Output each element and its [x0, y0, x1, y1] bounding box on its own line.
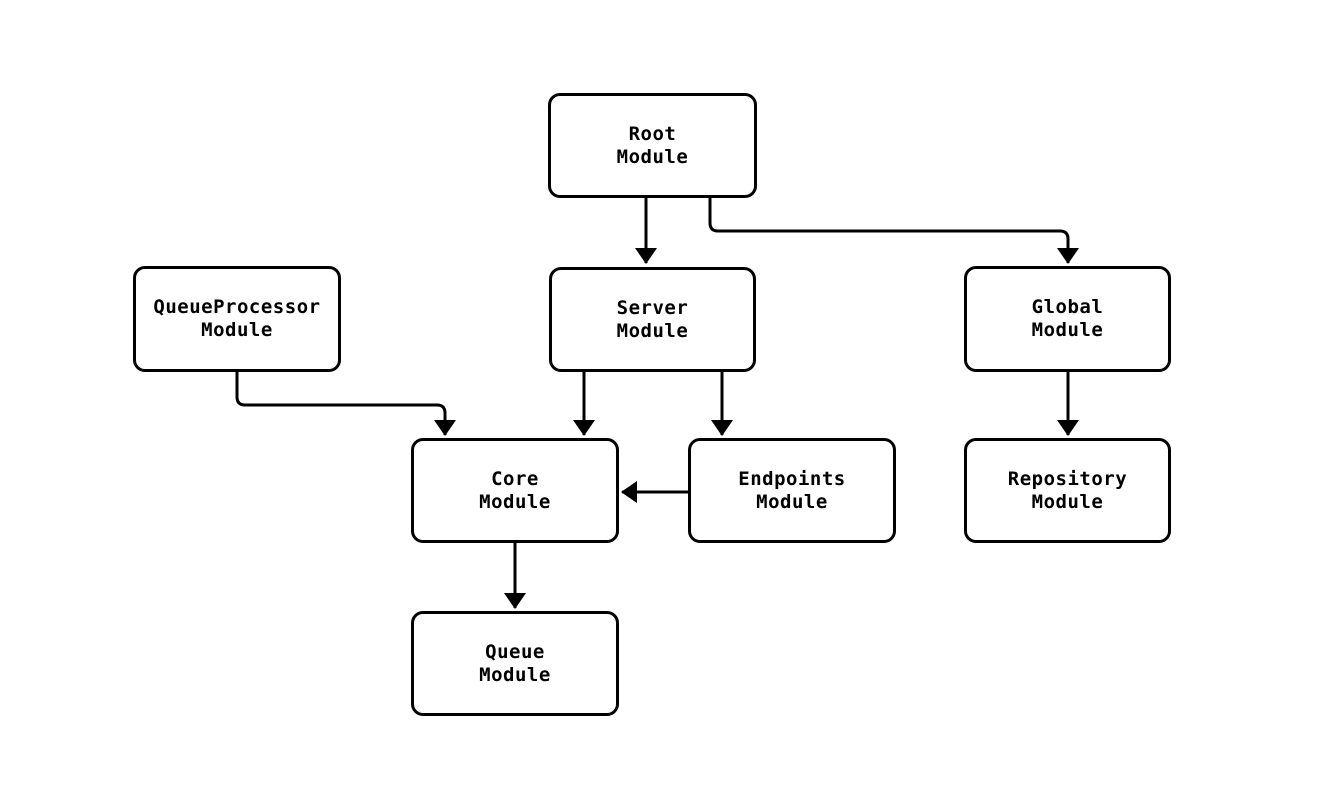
node-label: QueueProcessor Module — [153, 296, 321, 341]
node-queue-module: Queue Module — [411, 611, 619, 716]
node-global-module: Global Module — [964, 266, 1171, 372]
node-repository-module: Repository Module — [964, 438, 1171, 543]
node-endpoints-module: Endpoints Module — [688, 438, 896, 543]
node-label: Repository Module — [1007, 467, 1128, 513]
edge-root-to-global — [708, 198, 1079, 264]
node-label: Core Module — [479, 467, 551, 513]
edge-group — [235, 198, 1079, 609]
node-label: Queue Module — [479, 640, 551, 686]
node-label: Root Module — [616, 122, 689, 168]
node-label: Global Module — [1031, 296, 1104, 341]
node-root-module: Root Module — [548, 93, 757, 198]
node-label: Endpoints Module — [738, 467, 846, 513]
node-server-module: Server Module — [549, 267, 756, 372]
node-core-module: Core Module — [411, 438, 619, 543]
node-label: Server Module — [616, 296, 689, 342]
node-queueprocessor-module: QueueProcessor Module — [133, 266, 341, 372]
edge-queueprocessor-to-core — [235, 372, 456, 436]
